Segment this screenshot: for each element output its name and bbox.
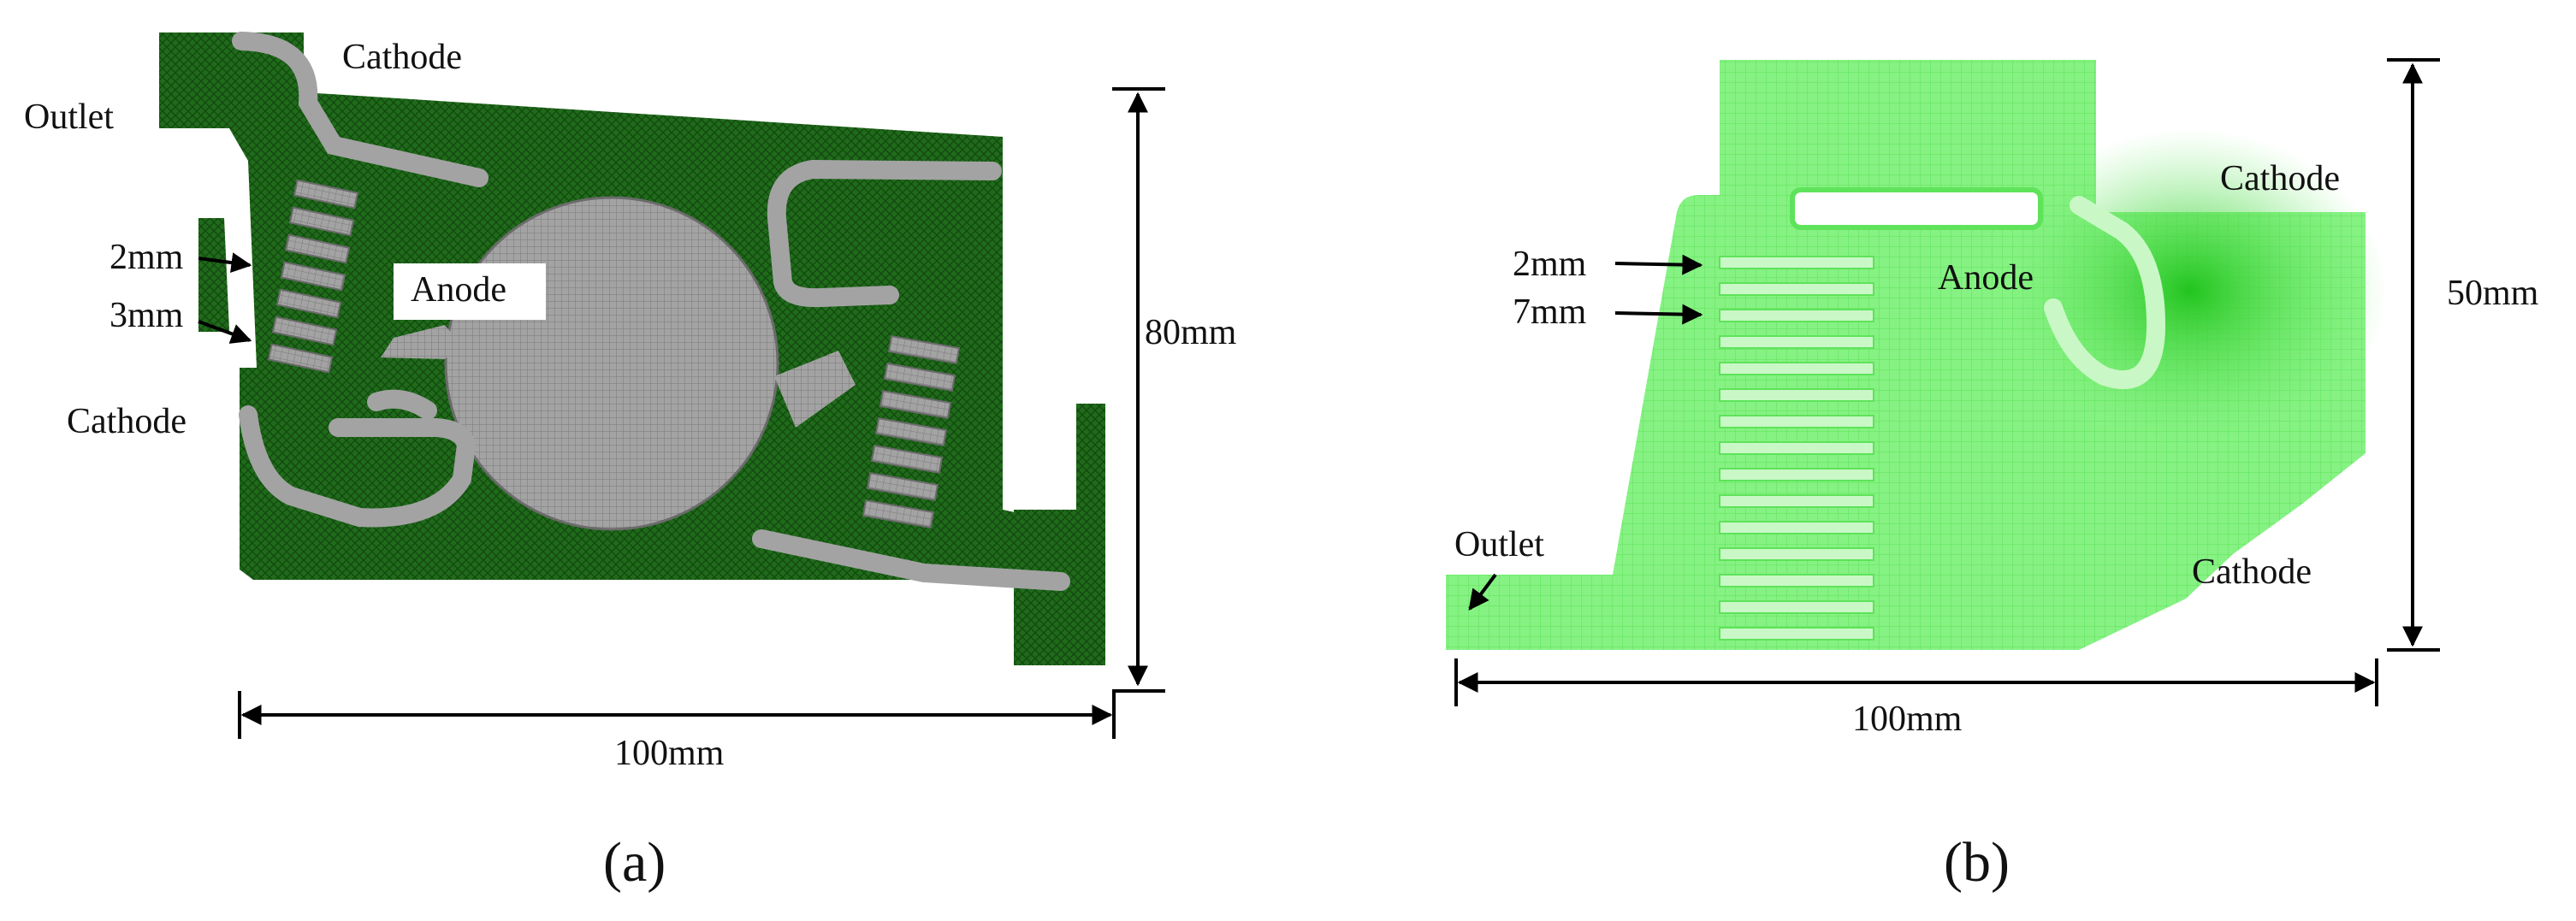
panel-b-label-2mm: 2mm xyxy=(1513,245,1587,284)
panel-b-top-slot xyxy=(1790,187,2043,230)
panel-b-label-7mm: 7mm xyxy=(1513,292,1587,332)
panel-b-caption: (b) xyxy=(1944,831,2010,894)
panel-b-arrow-2mm xyxy=(1614,254,1703,275)
panel-a-caption: (a) xyxy=(603,831,666,894)
panel-b-arrow-outlet xyxy=(1468,573,1497,611)
panel-b-anode-channel xyxy=(2044,196,2166,389)
panel-b-label-cathode-bottom: Cathode xyxy=(2192,552,2312,592)
panel-a-right-slots xyxy=(862,335,961,528)
panel-a-dim-width-label: 100mm xyxy=(614,734,725,773)
panel-b-arrow-7mm xyxy=(1614,304,1703,325)
panel-a-label-2mm: 2mm xyxy=(110,238,184,277)
panel-a-channels xyxy=(232,32,1070,591)
panel-a-anode-arm-left xyxy=(381,325,462,359)
panel-a-label-cathode-left: Cathode xyxy=(67,402,187,441)
panel-a-anode-label-box xyxy=(394,263,546,320)
panel-a: Cathode Outlet 2mm 3mm Anode Cathode 80m… xyxy=(24,32,1237,894)
panel-a-left-slots xyxy=(267,179,359,374)
panel-a-label-anode: Anode xyxy=(411,270,506,310)
panel-a-label-3mm: 3mm xyxy=(110,296,184,335)
panel-b-outlet-block xyxy=(1446,575,1549,650)
panel-b-dim-height-label: 50mm xyxy=(2447,274,2539,313)
panel-a-label-outlet: Outlet xyxy=(24,97,114,137)
panel-b-slots xyxy=(1719,256,1874,641)
panel-a-outlet-notch xyxy=(205,128,257,368)
panel-a-arrow-3mm xyxy=(198,320,252,344)
panel-a-label-cathode-top: Cathode xyxy=(342,38,462,77)
panel-a-anode-mesh xyxy=(444,196,779,531)
panel-b-label-cathode-right: Cathode xyxy=(2220,159,2340,198)
panel-a-arrow-2mm xyxy=(198,252,252,274)
panel-a-dim-height-label: 80mm xyxy=(1145,313,1237,352)
panel-b-label-outlet: Outlet xyxy=(1454,525,1544,564)
panel-b-label-anode: Anode xyxy=(1938,258,2034,298)
panel-a-anode-arm-right xyxy=(774,351,856,428)
panel-b-dim-width-label: 100mm xyxy=(1852,700,1963,739)
panel-b: 2mm 7mm Anode Cathode Outlet Cathode 50m… xyxy=(1446,58,2539,894)
